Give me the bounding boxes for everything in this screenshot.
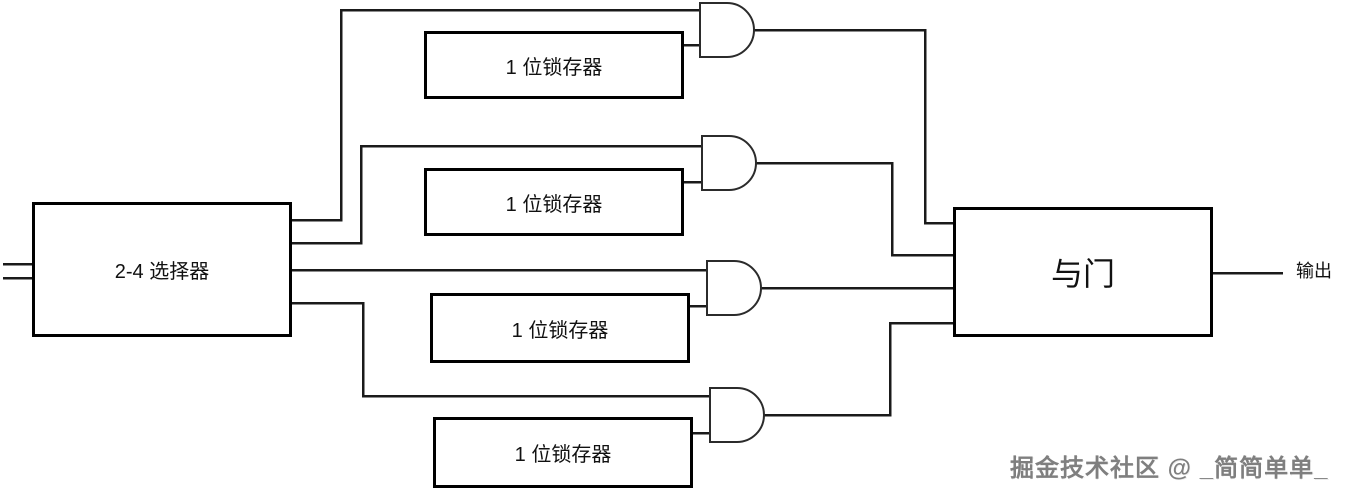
latch-box-3: 1 位锁存器: [430, 293, 690, 363]
selector-box: 2-4 选择器: [32, 202, 292, 337]
latch-box-4: 1 位锁存器: [433, 417, 693, 488]
and-gate-icon: [709, 387, 765, 443]
latch-label: 1 位锁存器: [514, 444, 612, 466]
and-gate-box-label: 与门: [1050, 256, 1115, 292]
wire-gate4-to-andbox: [763, 321, 956, 417]
wire-gate2-to-andbox: [755, 161, 956, 257]
latch-box-1: 1 位锁存器: [424, 31, 684, 99]
latch-box-2: 1 位锁存器: [424, 168, 684, 236]
output-label: 输出: [1296, 261, 1332, 281]
wire-selector-out2: [290, 144, 703, 245]
selector-label: 2-4 选择器: [114, 261, 210, 283]
and-gate-icon: [699, 1, 755, 58]
and-gate-box: 与门: [953, 207, 1213, 337]
wire-gate1-to-andbox: [753, 28, 956, 225]
latch-label: 1 位锁存器: [505, 56, 603, 79]
latch-label: 1 位锁存器: [505, 193, 603, 216]
and-gate-icon: [706, 260, 762, 316]
and-gate-icon: [701, 135, 757, 191]
wires-group: [3, 8, 1283, 435]
latch-label: 1 位锁存器: [511, 319, 609, 342]
and-gates-group: [699, 1, 765, 443]
watermark: 掘金技术社区 @ _简简单单_: [1010, 455, 1329, 482]
wire-selector-out1: [290, 8, 701, 222]
wire-selector-out4: [290, 301, 711, 398]
